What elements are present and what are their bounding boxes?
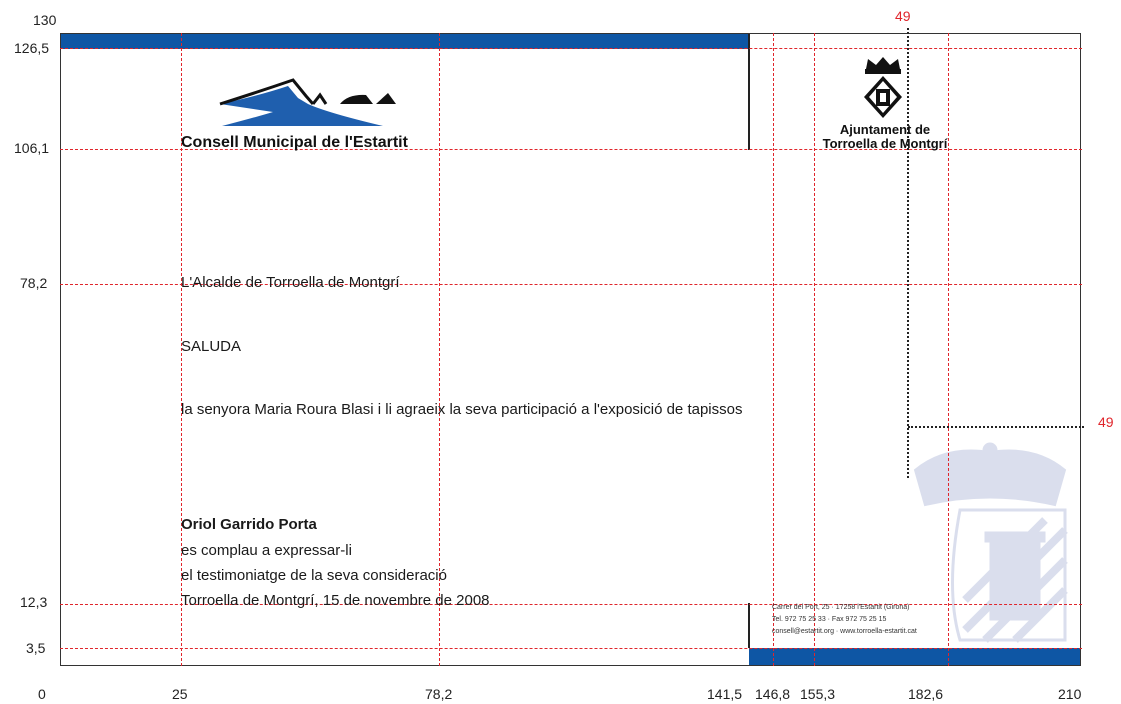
guide-v-182-6 [948,33,949,666]
x-label-182-6: 182,6 [908,686,944,702]
ajuntament-line2: Torroella de Montgrí [822,136,948,151]
guide-v-146-8 [773,33,774,666]
mountain-logo [219,78,396,126]
address-line-2: Tel. 972 75 25 33 · Fax 972 75 25 15 [772,616,887,623]
guide-v-155-3 [814,33,815,666]
shield-shape [951,508,1067,642]
letter-line-1: es complau a expressar-li [181,542,352,559]
x-label-210: 210 [1058,686,1082,702]
top-brand-bar [61,34,748,49]
y-label-130: 130 [33,12,57,28]
watermark-crest [913,442,1068,643]
ajuntament-name: Ajuntament de Torroella de Montgrí [810,123,960,151]
bleed-marker-horizontal [908,426,1084,428]
bleed-marker-vertical [907,28,909,478]
column-divider-top [748,34,750,150]
x-label-141-5: 141,5 [707,686,743,702]
y-label-78-2: 78,2 [20,275,48,291]
letter-line-2: el testimoniatge de la seva consideració [181,567,447,584]
x-label-155-3: 155,3 [800,686,836,702]
address-line-1: Carrer del Port, 25 · 17258 l'Estartit (… [772,604,910,611]
y-label-106-1: 106,1 [14,140,50,156]
letterhead-sheet [60,33,1081,666]
y-label-3-5: 3,5 [26,640,46,656]
guide-v-25 [181,33,182,666]
x-label-146-8: 146,8 [755,686,791,702]
x-label-0: 0 [38,686,46,702]
x-label-78-2: 78,2 [425,686,453,702]
guide-v-78-2 [439,33,440,666]
guide-h-106-1 [60,149,1082,150]
letter-sender: L'Alcalde de Torroella de Montgrí [181,274,400,291]
letter-greeting: SALUDA [181,338,242,355]
bleed-label-right: 49 [1098,414,1114,430]
organization-name: Consell Municipal de l'Estartit [181,134,408,151]
ajuntament-crest-icon [864,57,902,118]
guide-h-3-5 [60,648,1082,649]
guide-h-12-3 [60,604,1082,605]
letter-signatory: Oriol Garrido Porta [181,516,317,533]
crown-shape [913,449,1067,507]
guide-h-126-5 [60,48,1082,49]
x-label-25: 25 [172,686,188,702]
letter-place-date: Torroella de Montgrí, 15 de novembre de … [181,592,490,609]
ajuntament-line1: Ajuntament de [839,122,931,137]
bleed-label-top: 49 [895,8,911,24]
guide-h-78-2 [60,284,1082,285]
bottom-brand-bar [749,648,1080,665]
column-divider-bottom [748,603,750,648]
address-line-3: consell@estartit.org · www.torroella-est… [772,628,917,635]
y-label-126-5: 126,5 [14,40,50,56]
letter-recipient-line: la senyora Maria Roura Blasi i li agraei… [181,401,743,418]
y-label-12-3: 12,3 [20,594,48,610]
